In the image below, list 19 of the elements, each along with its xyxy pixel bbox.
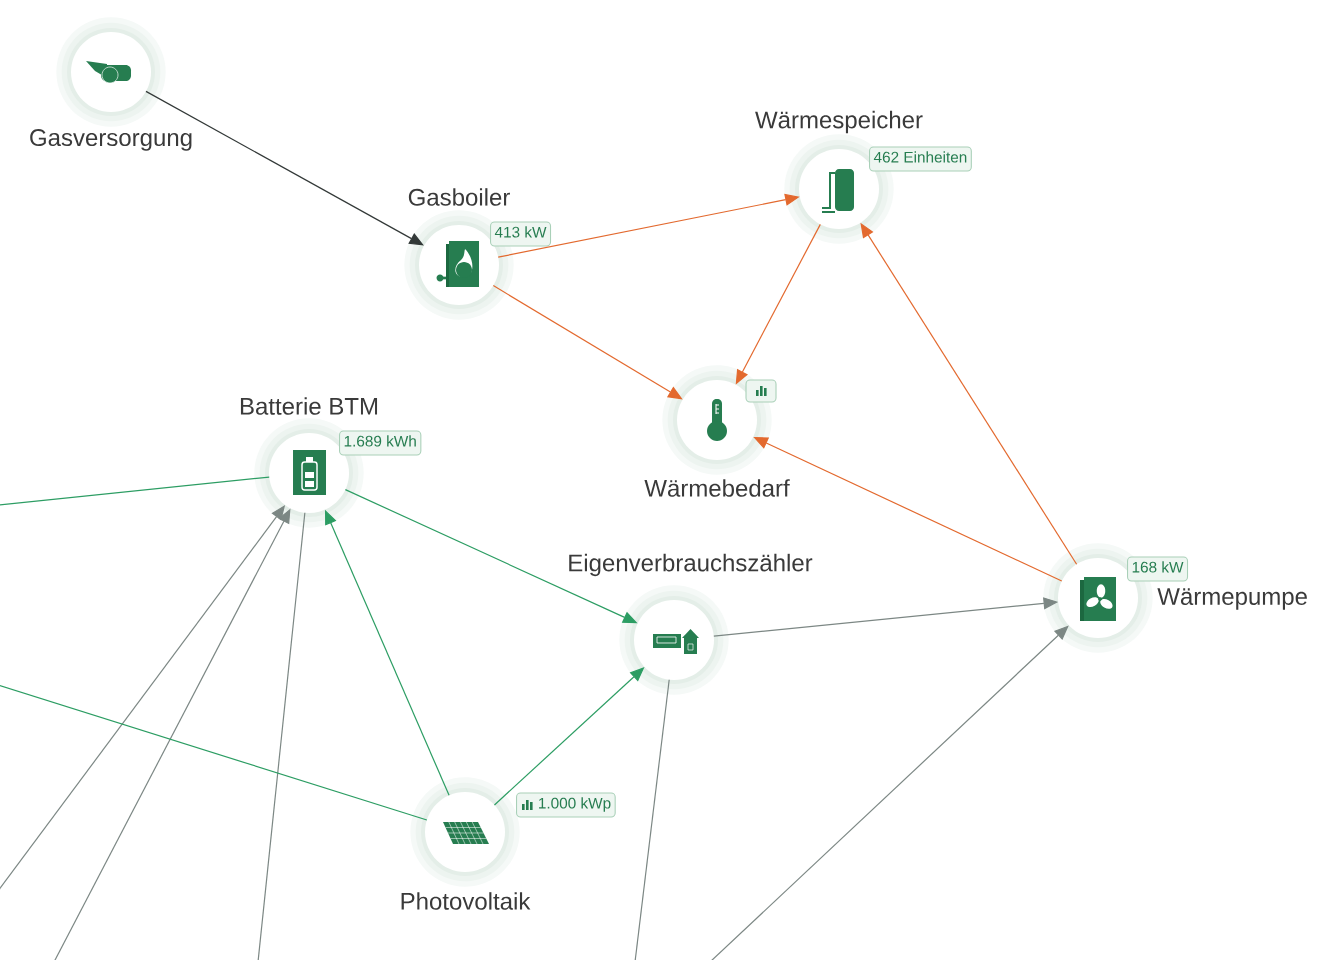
node-label: Batterie BTM (240, 397, 378, 415)
connector-line (0, 476, 270, 506)
value-badge: 168 kW (1127, 556, 1189, 582)
connector-line (257, 512, 306, 960)
value-badge: 1.689 kWh (339, 430, 422, 456)
node-label: Eigenverbrauchszähler (569, 553, 813, 577)
node-label: Wärmebedarf (644, 479, 790, 497)
connector-line (634, 679, 670, 960)
arrow (145, 90, 424, 246)
node-label: Gasversorgung (30, 129, 192, 151)
connector-line (0, 684, 428, 821)
arrow (709, 625, 1069, 960)
node-label: Photovoltaik (401, 892, 531, 910)
node-label: Wärmespeicher (755, 110, 923, 134)
value-badge: 413 kW (490, 221, 552, 247)
node-label: Gasboiler (408, 188, 510, 206)
value-badge: 462 Einheiten (869, 146, 972, 172)
node-label: Wärmepumpe (1157, 588, 1307, 610)
value-badge: 1.000 kWp (516, 792, 616, 818)
